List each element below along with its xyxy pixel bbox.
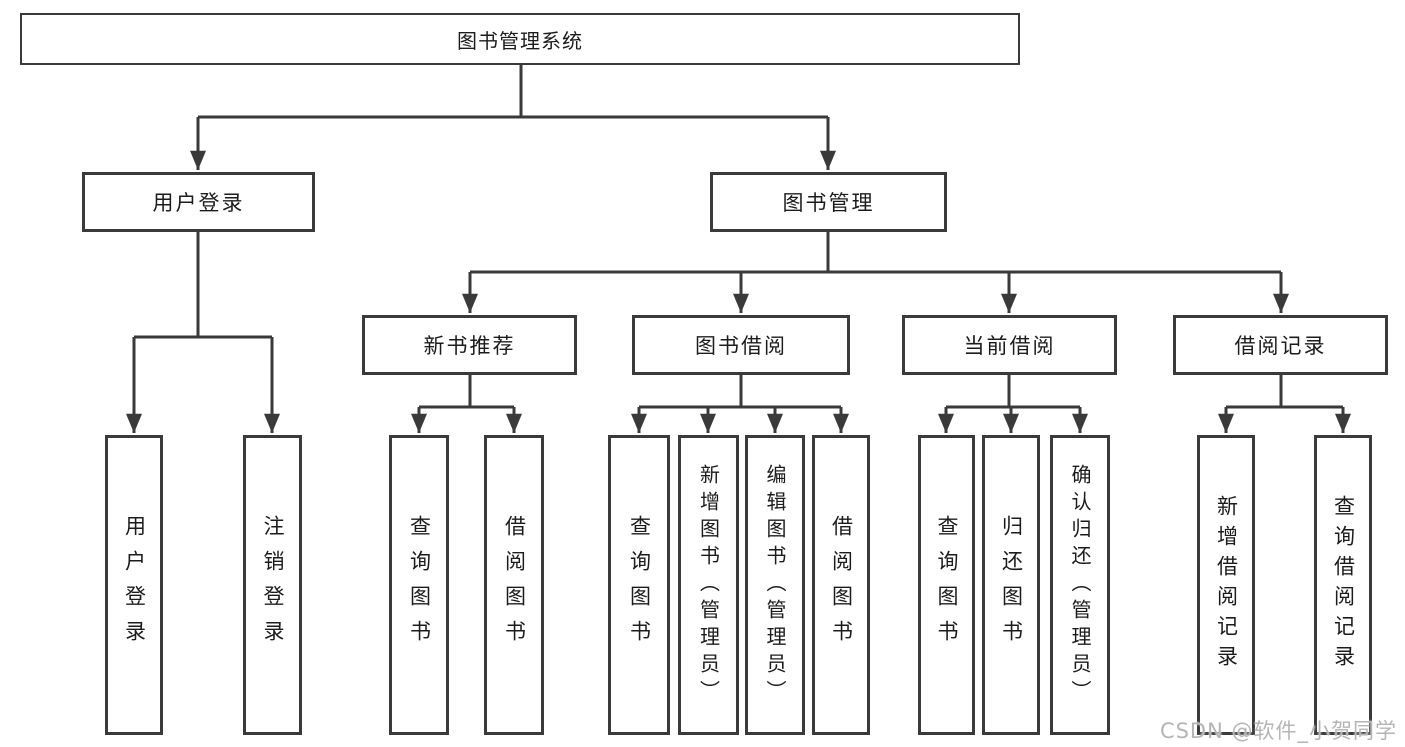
node-user-login: 用户登录 [82,172,315,232]
leaf-br-add-borrow-record: 新增借阅记录 [1197,435,1255,735]
leaf-bb-edit-book-admin: 编辑图书（管理员） [745,435,805,735]
leaf-cb-confirm-return-admin: 确认归还（管理员） [1050,435,1110,735]
leaf-bb-edit-book-admin-label: 编辑图书（管理员） [763,463,787,707]
leaf-bb-add-book-admin-label: 新增图书（管理员） [696,463,721,707]
connector-borrow-record-to-leaves [1218,375,1351,433]
connector-book-mgmt-to-level3 [462,232,1289,313]
watermark-text: CSDN @软件_小贺同学 [1159,719,1397,743]
node-current-borrowing: 当前借阅 [902,315,1117,375]
leaf-cb-return-books: 归还图书 [982,435,1040,735]
leaf-br-query-borrow-record: 查询借阅记录 [1314,435,1372,735]
leaf-bb-query-books-label: 查询图书 [627,515,652,655]
leaf-nbr-query-books-label: 查询图书 [407,515,432,655]
connector-current-borrow-to-leaves [938,375,1088,433]
leaf-nbr-query-books: 查询图书 [389,435,449,735]
node-new-book-recommendation: 新书推荐 [362,315,577,375]
leaf-br-query-borrow-record-label: 查询借阅记录 [1331,495,1356,675]
leaf-bb-borrow-books-label: 借阅图书 [829,515,854,655]
node-borrowing-records: 借阅记录 [1173,315,1388,375]
leaf-nbr-borrow-books: 借阅图书 [484,435,544,735]
leaf-logout: 注销登录 [243,435,302,735]
leaf-bb-borrow-books: 借阅图书 [812,435,870,735]
leaf-user-login-label: 用户登录 [122,515,147,655]
node-book-borrowing: 图书借阅 [632,315,850,375]
connector-book-borrow-to-leaves [631,375,849,433]
leaf-cb-confirm-return-admin-label: 确认归还（管理员） [1068,463,1092,707]
node-library-management-system: 图书管理系统 [20,13,1020,65]
connector-new-book-recommend-to-leaves [411,375,522,433]
leaf-logout-label: 注销登录 [261,515,285,655]
leaf-cb-query-books-label: 查询图书 [935,515,959,655]
leaf-bb-add-book-admin: 新增图书（管理员） [678,435,739,735]
leaf-br-add-borrow-record-label: 新增借阅记录 [1214,495,1239,675]
leaf-user-login: 用户登录 [105,435,163,735]
leaf-cb-return-books-label: 归还图书 [999,515,1024,655]
leaf-cb-query-books: 查询图书 [918,435,975,735]
connector-root-to-level2 [190,65,836,170]
leaf-nbr-borrow-books-label: 借阅图书 [502,515,527,655]
node-book-management: 图书管理 [710,172,947,232]
connector-user-login-to-leaves [126,232,280,433]
leaf-bb-query-books: 查询图书 [608,435,670,735]
